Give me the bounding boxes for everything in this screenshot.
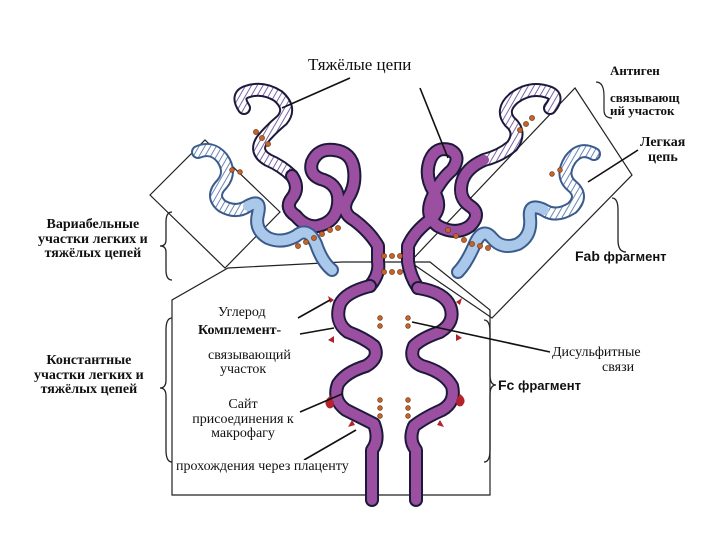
label-light-chain: Легкая цепь [640,135,686,165]
label-complement-site: Комплемент- связывающий участок [198,323,291,378]
label-constant-line3: тяжёлых цепей [40,382,138,398]
antigen-site-bracket [595,81,613,119]
disulfide-bond-constant-right [405,315,411,419]
disulfide-bond-left-variable [229,129,271,175]
label-heavy-chains: Тяжёлые цепи [308,55,412,74]
label-disulfide-line2: связи [602,359,635,375]
disulfide-bonds [229,115,563,419]
leader-placenta [303,429,357,461]
label-fc-fragment: Fc фрагмент [498,378,581,393]
fc-brace [483,319,497,463]
label-constant-line1: Константные [46,353,132,368]
light-chain-left-constant [243,198,337,275]
heavy-chain-right [401,83,562,507]
disulfide-bond-left-light-heavy [295,225,341,249]
label-complement-line1: Комплемент- [198,323,282,338]
fab-brace [611,197,627,253]
leader-complement [299,327,335,335]
variable-brace [159,211,173,281]
disulfide-bond-right-variable [517,115,563,177]
label-fab-part1: Fab [575,248,600,264]
label-disulfide-bonds: Дисульфитные связи [552,345,641,375]
label-variable-line1: Вариабельные [46,217,140,232]
label-variable-line2: участки легких и [38,231,148,247]
carbohydrate-right-1 [456,298,462,305]
label-antigen-site-line1: Антиген [610,63,660,78]
label-carbon: Углерод [218,305,266,320]
fab-region-outline-left [149,139,281,269]
label-antigen-site: Антиген связывающ ий участок [610,64,679,118]
label-variable-regions: Вариабельные участки легких и тяжёлых це… [38,217,148,262]
carbohydrate-right-3 [456,394,465,407]
disulfide-bond-constant-left [377,315,383,419]
label-macrophage-site: Сайт присоединения к макрофагу [176,397,310,442]
leader-disulfide [411,321,551,353]
carbohydrate-right-2 [456,334,462,341]
label-complement-line2: связывающий [208,347,291,363]
label-light-chain-line1: Легкая [640,135,686,150]
carbohydrate-right-4 [437,420,444,427]
leader-carbon [297,299,331,319]
label-constant-regions: Константные участки легких и тяжёлых цеп… [34,353,144,398]
carbohydrate-left-2 [328,336,334,343]
label-antigen-site-line3: ий участок [610,103,675,119]
light-chain-right-variable [539,146,599,219]
leader-light-chain [587,149,639,183]
heavy-chain-left-variable [235,84,297,181]
label-light-chain-line2: цепь [648,149,678,165]
label-complement-line3: участок [220,362,267,378]
braces [159,197,627,463]
label-fc-part2: фрагмент [517,378,581,393]
leader-heavy-left [281,77,351,109]
light-chain-right [451,144,601,279]
heavy-chain-right-variable [479,85,560,165]
label-macrophage-line2: присоединения к [192,411,294,427]
label-disulfide-line1: Дисульфитные [552,345,641,360]
label-fab-part2: фрагмент [603,249,667,264]
label-variable-line3: тяжёлых цепей [44,246,142,262]
disulfide-bond-right-light-heavy [445,227,491,251]
carbohydrate-left-1 [328,296,334,303]
label-placenta: прохождения через плаценту [176,459,349,475]
leader-heavy-right [419,87,449,159]
light-chain-left-variable [193,145,253,215]
leader-macrophage [299,393,343,413]
constant-brace [159,317,173,463]
label-fab-fragment: Fab фрагмент [575,249,667,264]
label-fc-part1: Fc [498,377,515,393]
light-chain-right-constant [453,202,549,277]
fc-region-outline [171,261,491,496]
disulfide-bond-hinge [381,253,403,275]
label-macrophage-line1: Сайт [228,397,258,412]
light-chain-left [191,143,339,277]
label-constant-line2: участки легких и [34,367,144,383]
carbohydrate-left-4 [348,420,355,427]
label-antigen-site-line2: связывающ [610,89,680,105]
leader-lines [281,77,639,461]
label-macrophage-line3: макрофагу [211,426,275,442]
